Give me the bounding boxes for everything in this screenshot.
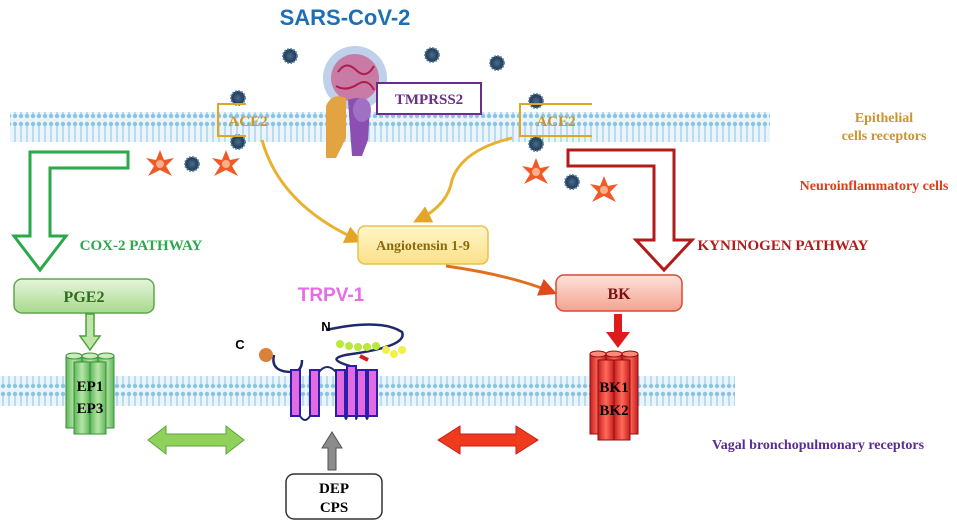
ep3-label: EP3 bbox=[77, 401, 104, 417]
title: SARS-CoV-2 bbox=[280, 5, 411, 30]
bk-receptor-icon bbox=[589, 350, 639, 441]
ace2-left-to-angiotensin-arrow bbox=[260, 139, 363, 244]
ep1-label: EP1 bbox=[77, 379, 104, 395]
trpv1-n-terminal: N bbox=[321, 319, 330, 334]
trpv1-channel-icon bbox=[259, 323, 406, 421]
dep-label: DEP bbox=[319, 481, 349, 497]
trpv1-label: TRPV-1 bbox=[298, 285, 365, 306]
vagal-label: Vagal bronchopulmonary receptors bbox=[712, 438, 925, 453]
virus-icon bbox=[230, 134, 246, 150]
epithelial-label-line1: Epithelial bbox=[855, 111, 913, 126]
virus-icon bbox=[424, 47, 440, 63]
bk-down-arrow bbox=[606, 314, 630, 348]
ace2-right-receptor: ACE2 bbox=[519, 103, 592, 137]
bk-label: BK bbox=[607, 286, 631, 303]
pge2-down-arrow bbox=[78, 313, 102, 352]
neuro-cell-icon bbox=[146, 150, 174, 176]
virus-icon bbox=[230, 90, 246, 106]
virus-particles bbox=[184, 47, 580, 190]
sars-cov-2-virus-icon bbox=[323, 46, 387, 110]
dep-cps-box bbox=[285, 473, 383, 520]
ep-receptor-icon bbox=[65, 352, 115, 435]
neuro-cell-icon bbox=[212, 150, 240, 176]
virus-icon bbox=[528, 136, 544, 152]
virus-icon bbox=[528, 93, 544, 109]
dep-cps-up-arrow bbox=[321, 431, 343, 471]
ace2-left-receptor: ACE2 bbox=[217, 103, 268, 137]
pge2-box bbox=[13, 278, 155, 314]
bk1-label: BK1 bbox=[599, 380, 628, 396]
bk2-label: BK2 bbox=[599, 403, 628, 419]
pge2-label: PGE2 bbox=[64, 289, 105, 306]
epithelial-label-line2: cells receptors bbox=[842, 129, 927, 144]
angiotensin-box bbox=[357, 225, 489, 265]
angiotensin-to-bk-arrow bbox=[445, 264, 558, 296]
virus-icon bbox=[282, 48, 298, 64]
ace2-right-label: ACE2 bbox=[536, 114, 575, 130]
bk-box bbox=[555, 274, 683, 312]
virus-icon bbox=[489, 55, 505, 71]
trpv1-c-terminal: C bbox=[235, 337, 245, 352]
kyninogen-pathway-arrow bbox=[566, 148, 696, 273]
cps-label: CPS bbox=[320, 500, 348, 516]
neuroinflammatory-label: Neuroinflammatory cells bbox=[800, 179, 949, 194]
ace2-left-label: ACE2 bbox=[228, 114, 267, 130]
green-double-arrow bbox=[147, 424, 245, 456]
neuro-cell-icon bbox=[590, 176, 618, 202]
red-double-arrow bbox=[437, 425, 539, 455]
virus-icon bbox=[564, 174, 580, 190]
epithelial-membrane bbox=[10, 112, 770, 142]
tmprss2-receptor-icon bbox=[326, 96, 371, 158]
tmprss2-label: TMPRSS2 bbox=[395, 92, 463, 108]
kyninogen-label: KYNINOGEN PATHWAY bbox=[698, 238, 869, 254]
virus-icon bbox=[184, 156, 200, 172]
cox2-pathway-arrow bbox=[10, 150, 130, 273]
tmprss2-box bbox=[376, 82, 482, 115]
cox2-label: COX-2 PATHWAY bbox=[80, 238, 203, 254]
neuro-cell-icon bbox=[522, 158, 550, 184]
angiotensin-label: Angiotensin 1-9 bbox=[376, 239, 470, 254]
ace2-right-to-angiotensin-arrow bbox=[413, 136, 513, 223]
neuroinflammatory-cell-icons bbox=[146, 150, 618, 202]
